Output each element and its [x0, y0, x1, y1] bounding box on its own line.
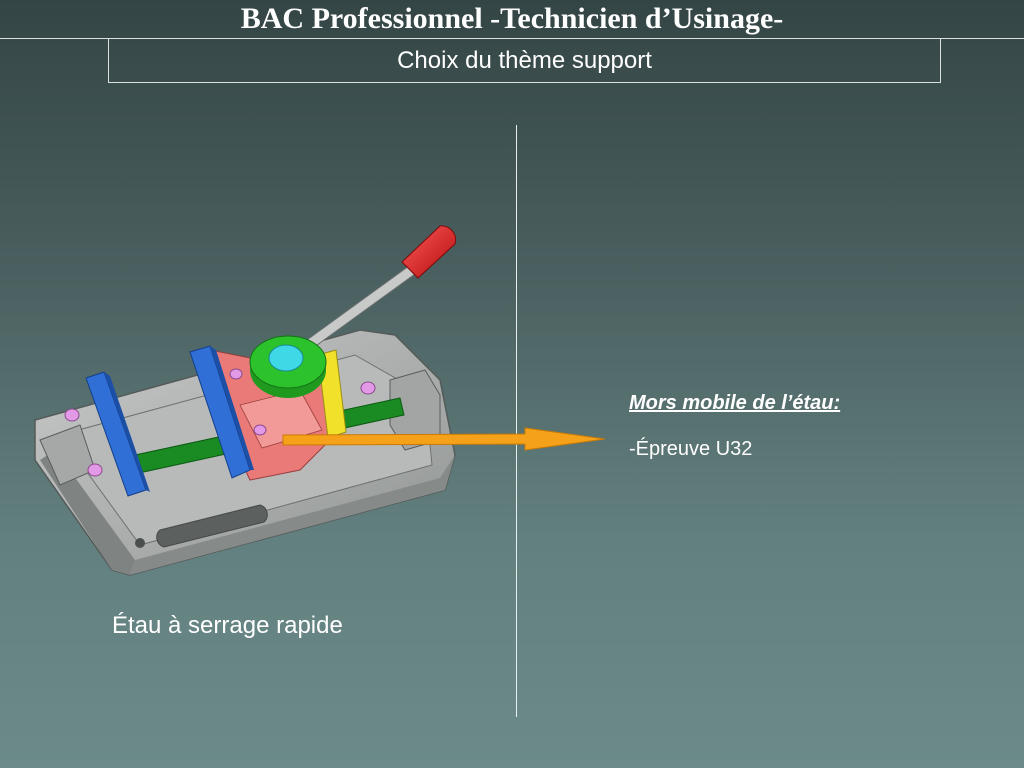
vise-fixed-jaw — [85, 371, 150, 497]
slide-title: BAC Professionnel -Technicien d’Usinage- — [240, 2, 784, 35]
subtitle-box: Choix du thème support — [108, 39, 941, 83]
illustration-caption: Étau à serrage rapide — [112, 612, 343, 639]
pointer-arrow — [282, 427, 606, 451]
vise-screws — [64, 368, 376, 477]
part-detail: -Épreuve U32 — [629, 438, 753, 460]
divider-line — [516, 125, 517, 717]
title-rule — [0, 38, 1024, 39]
vise-cam-lever — [249, 225, 457, 398]
part-title: Mors mobile de l’étau: — [629, 392, 841, 414]
